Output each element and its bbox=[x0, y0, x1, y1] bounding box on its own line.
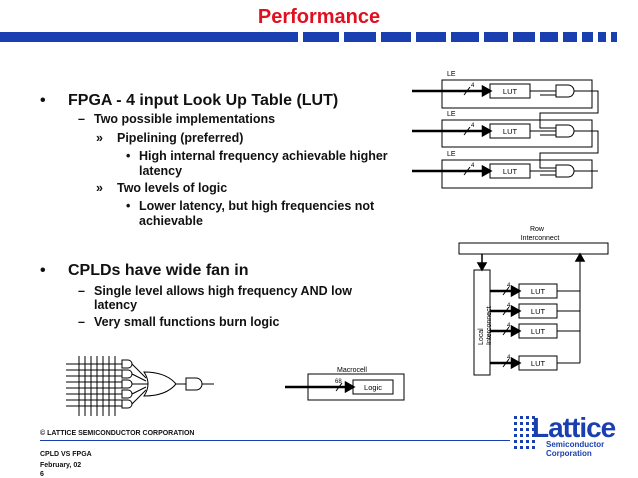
bullet-pipelining: Pipelining (preferred) bbox=[117, 131, 244, 145]
cpld-lut-label-2: LUT bbox=[531, 307, 546, 316]
macrocell-input-count: 68 bbox=[335, 379, 342, 385]
logo-sub-line2: Corporation bbox=[546, 449, 592, 458]
row-interconnect-label-2: Interconnect bbox=[521, 235, 560, 242]
le-box-1 bbox=[441, 79, 593, 109]
le-label-1: LE bbox=[447, 71, 456, 78]
bullet-marker: • bbox=[126, 199, 131, 213]
footer-divider bbox=[40, 440, 510, 441]
macrocell-label: Macrocell bbox=[337, 367, 367, 374]
bullet-cpld-small-functions: Very small functions burn logic bbox=[94, 315, 280, 329]
bullet-pipelining-detail-line1: High internal frequency achievable highe… bbox=[139, 149, 388, 163]
lut-label-1: LUT bbox=[503, 87, 518, 96]
lut-label-2: LUT bbox=[503, 127, 518, 136]
chevron-marker: » bbox=[96, 131, 103, 145]
row-interconnect-label-1: Row bbox=[530, 226, 545, 233]
or-gate bbox=[143, 371, 177, 397]
le-label-3: LE bbox=[447, 151, 456, 158]
bullet-two-levels: Two levels of logic bbox=[117, 181, 228, 195]
output-register bbox=[185, 377, 203, 391]
register-3 bbox=[555, 164, 575, 178]
slide-title: Performance bbox=[257, 6, 381, 28]
local-interconnect-label-1: Local bbox=[478, 328, 485, 345]
cpld-lut-label-3: LUT bbox=[531, 327, 546, 336]
lut-input-count-2: 4 bbox=[471, 123, 475, 129]
local-interconnect-label-2: Interconnect bbox=[486, 306, 493, 345]
footer-date: February, 02 bbox=[40, 462, 82, 469]
lut-input-count-1: 4 bbox=[471, 83, 475, 89]
chevron-marker: » bbox=[96, 181, 103, 195]
logic-label: Logic bbox=[364, 383, 382, 392]
bullet-marker: • bbox=[40, 262, 46, 279]
bullet-cpld-single-level-line2: latency bbox=[94, 298, 138, 312]
le-label-2: LE bbox=[447, 111, 456, 118]
footer-doc-title: CPLD VS FPGA bbox=[40, 451, 92, 458]
footer-copyright: © LATTICE SEMICONDUCTOR CORPORATION bbox=[40, 430, 195, 437]
logo-dot-grid-icon bbox=[514, 416, 535, 449]
register-2 bbox=[555, 124, 575, 138]
logo-wordmark: Lattice bbox=[532, 412, 616, 443]
cpld-input-count-4: 4 bbox=[507, 355, 511, 361]
bullet-cpld: CPLDs have wide fan in bbox=[68, 262, 249, 279]
le-box-2 bbox=[441, 119, 593, 148]
cpld-input-count-3: 4 bbox=[507, 323, 511, 329]
le-box-3 bbox=[441, 159, 593, 189]
logo-sub-line1: Semiconductor bbox=[546, 440, 605, 449]
lut-label-3: LUT bbox=[503, 167, 518, 176]
bullet-fpga: FPGA - 4 input Look Up Table (LUT) bbox=[68, 92, 339, 109]
register-1 bbox=[555, 84, 575, 98]
bullet-pipelining-detail-line2: latency bbox=[139, 164, 183, 178]
dash-marker: – bbox=[78, 315, 85, 329]
bullet-marker: • bbox=[40, 92, 46, 109]
cpld-lut-label-1: LUT bbox=[531, 287, 546, 296]
bullet-two-implementations: Two possible implementations bbox=[94, 112, 276, 126]
row-interconnect-bar bbox=[458, 242, 609, 255]
lattice-logo: Lattice Semiconductor Corporation bbox=[512, 412, 616, 462]
cpld-input-count-1: 4 bbox=[507, 283, 511, 289]
dash-marker: – bbox=[78, 284, 85, 298]
footer-page-number: 6 bbox=[40, 471, 44, 478]
cpld-input-count-2: 4 bbox=[507, 303, 511, 309]
bullet-two-levels-detail-line1: Lower latency, but high frequencies not bbox=[139, 199, 375, 213]
dash-marker: – bbox=[78, 112, 85, 126]
lut-input-count-3: 4 bbox=[471, 163, 475, 169]
cpld-lut-label-4: LUT bbox=[531, 359, 546, 368]
bullet-cpld-single-level-line1: Single level allows high frequency AND l… bbox=[94, 284, 352, 298]
bullet-marker: • bbox=[126, 149, 131, 163]
bullet-two-levels-detail-line2: achievable bbox=[139, 214, 203, 228]
